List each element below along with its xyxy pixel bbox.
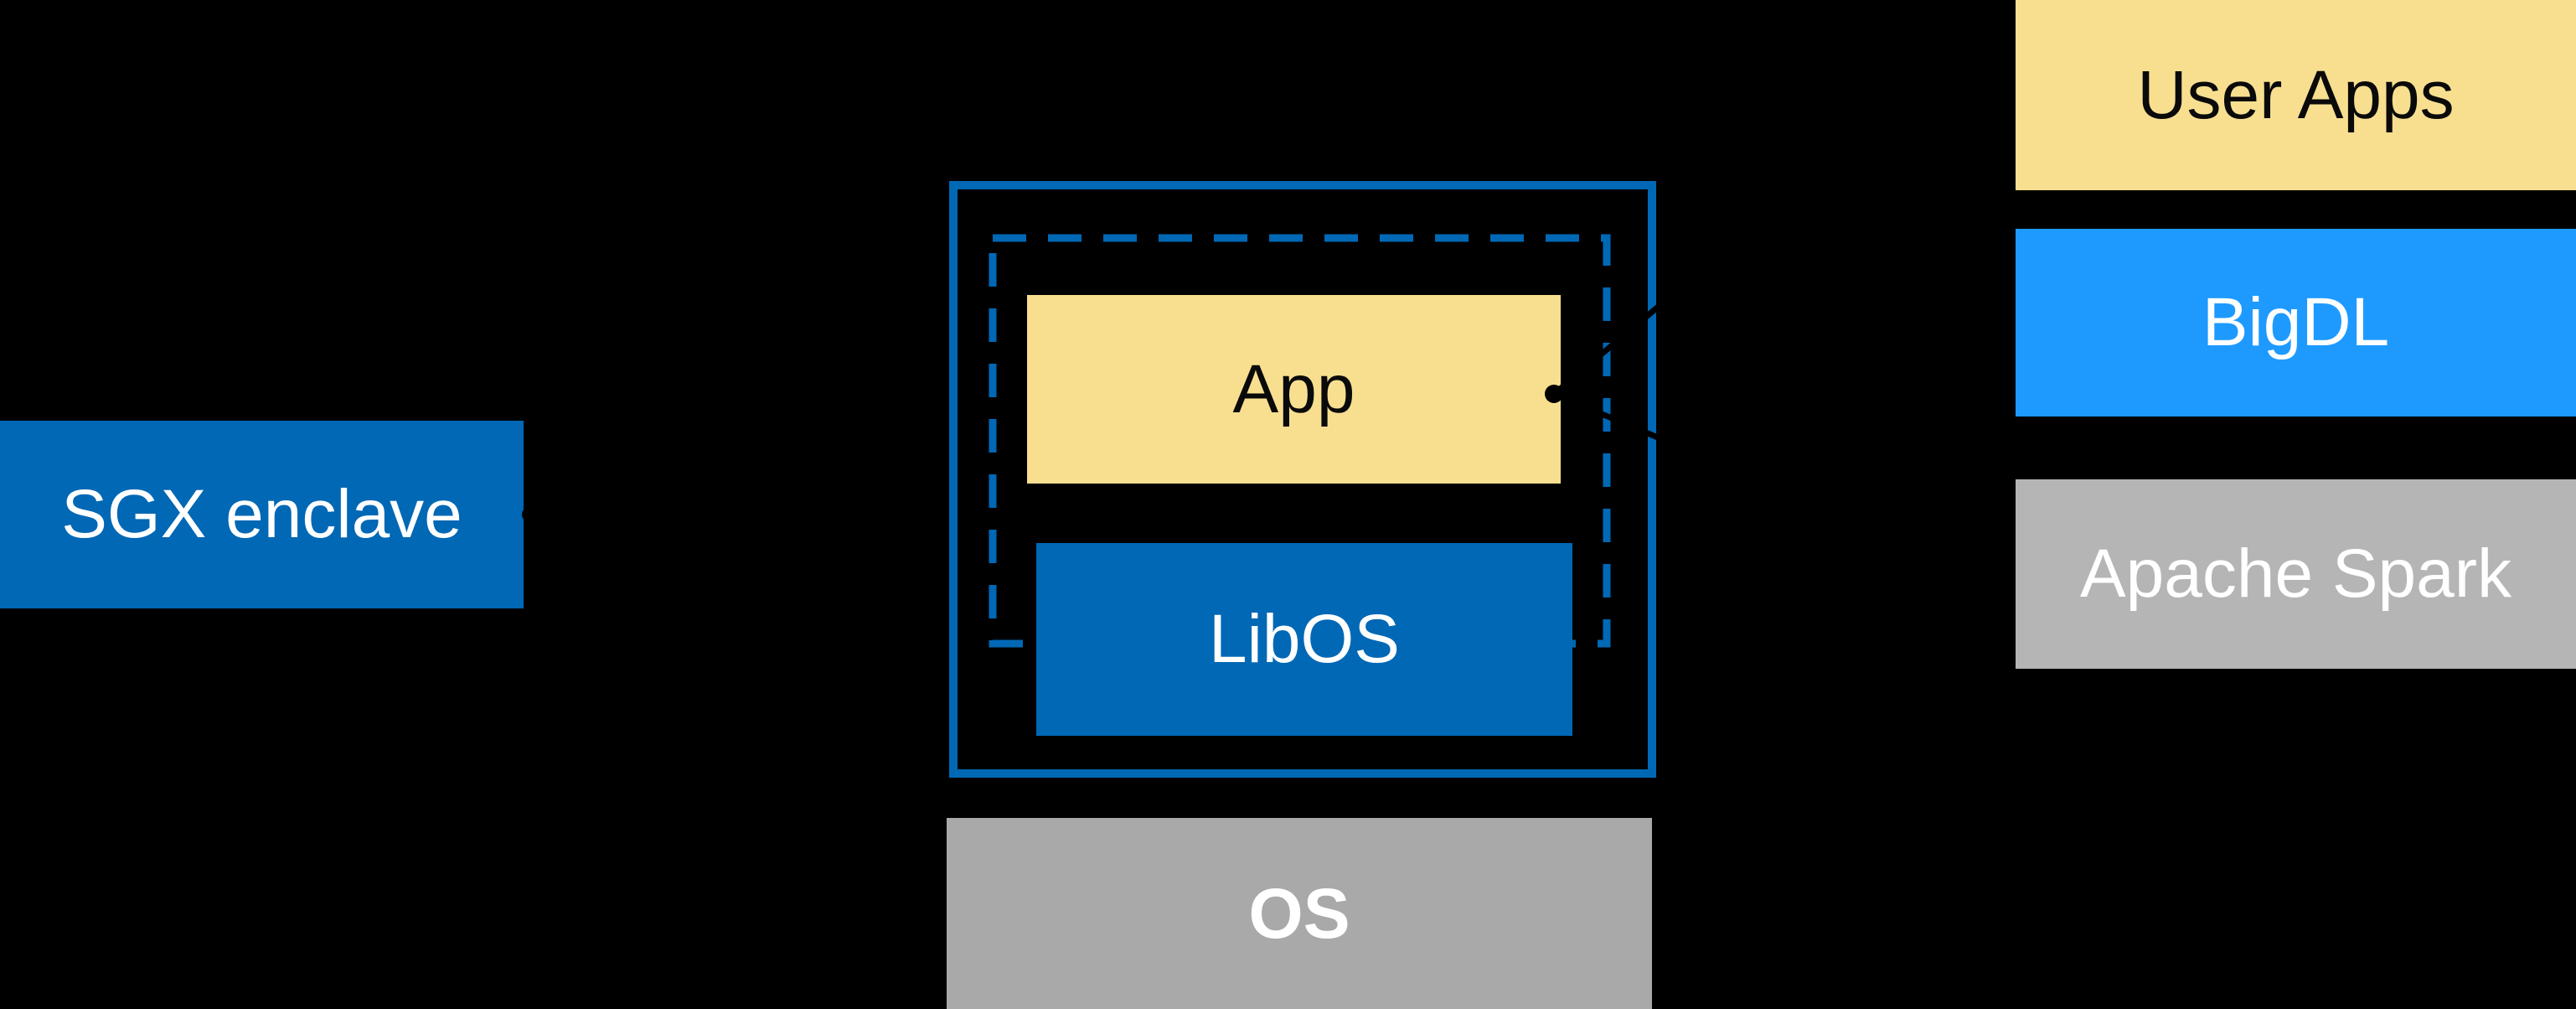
libos-label: LibOS [1209,601,1400,677]
sgx-enclave-connector-dot [522,507,537,522]
app-box: App [1027,295,1561,484]
app-label: App [1232,350,1355,427]
enclave-dashed-boundary [989,234,1611,648]
user-apps-to-app-connector-line [1551,8,2016,396]
apache-spark-label: Apache Spark [2079,536,2512,612]
bigdl-label: BigDL [2202,284,2390,360]
sgx-enclave-box: SGX enclave [0,421,524,608]
libos-box: LibOS [1036,543,1572,736]
user-apps-label: User Apps [2137,56,2455,133]
app-connector-dot [1545,385,1563,403]
bigdl-box: BigDL [2016,229,2576,417]
sgx-enclave-label: SGX enclave [61,476,462,552]
user-apps-box: User Apps [2016,0,2576,190]
apache-spark-box: Apache Spark [2016,479,2576,669]
os-label: OS [1248,874,1350,953]
host-frame-box [949,181,1656,778]
apache-spark-to-app-connector-line [1552,391,2015,590]
os-box: OS [947,818,1652,1009]
